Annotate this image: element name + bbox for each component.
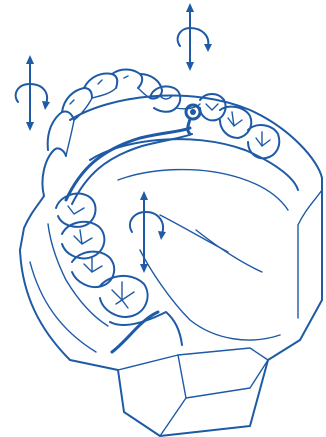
rotation-arrow-icon <box>130 191 166 273</box>
right-molars <box>150 86 279 158</box>
rotation-arrow-icon <box>16 55 50 131</box>
cast-base <box>20 96 322 436</box>
palate-surface <box>90 139 298 340</box>
upper-teeth-row <box>42 70 162 197</box>
left-posterior-teeth <box>48 194 148 326</box>
clasp-wire <box>66 105 200 204</box>
rotation-arrow-icon <box>178 3 212 71</box>
